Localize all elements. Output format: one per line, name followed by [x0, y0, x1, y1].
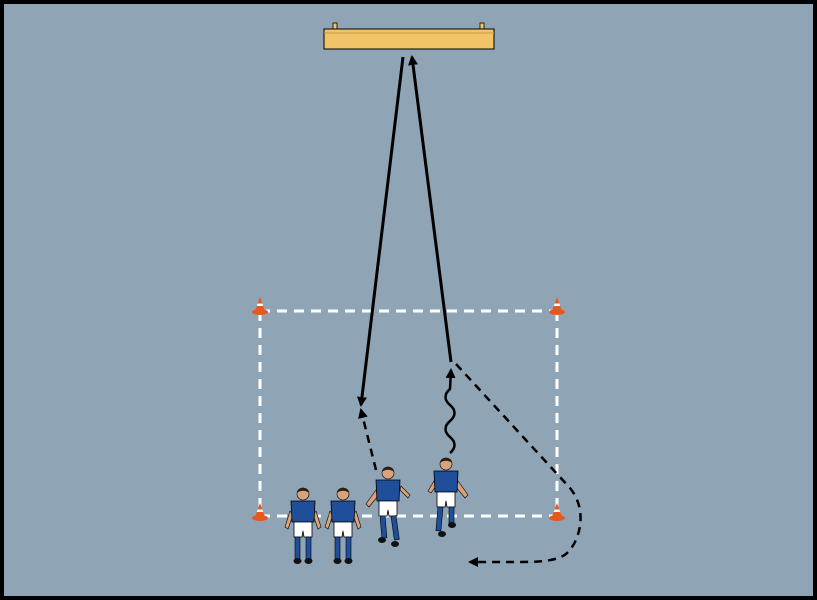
training-cone-icon — [252, 503, 268, 521]
training-cone-icon — [549, 503, 565, 521]
player-icon — [284, 487, 322, 564]
player-icon — [427, 457, 469, 537]
run-rejoin-arrow — [455, 363, 582, 567]
drill-area-boundary — [258, 309, 559, 518]
training-cone-icon — [252, 297, 268, 315]
rebound-board-icon — [323, 22, 495, 50]
rebound-return-arrow — [356, 56, 405, 407]
dribble-arrow — [444, 368, 456, 454]
pass-to-board-arrow — [408, 55, 453, 363]
player-icon — [324, 487, 362, 564]
run-support-arrow — [358, 408, 378, 471]
training-cone-icon — [549, 297, 565, 315]
player-icon — [365, 466, 411, 547]
